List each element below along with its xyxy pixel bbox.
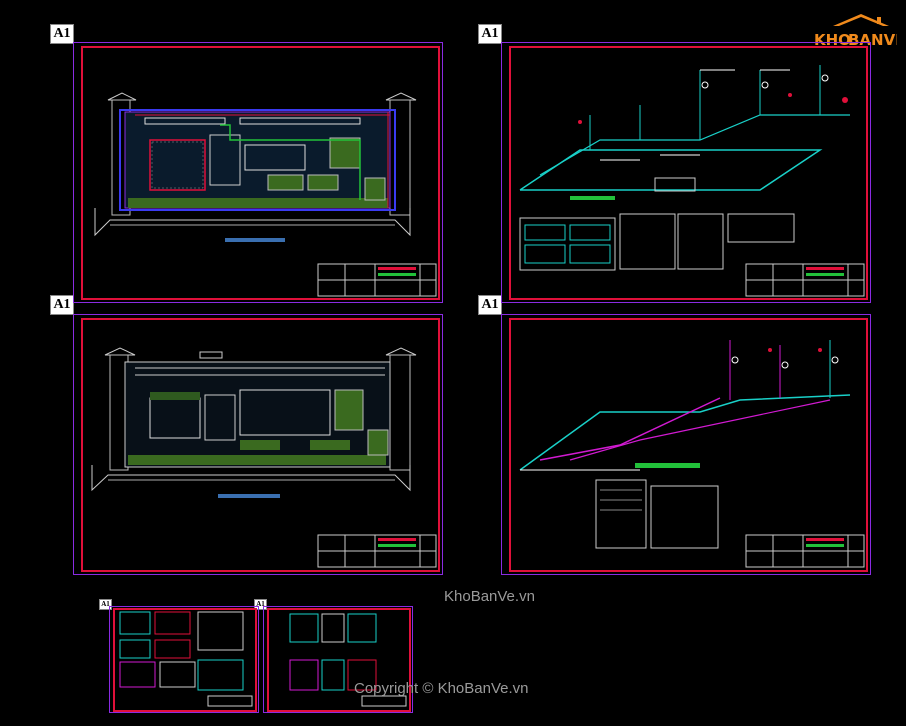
sheet-2-border <box>509 46 868 300</box>
legend-tables-1 <box>519 213 795 271</box>
title-block-4 <box>745 534 865 568</box>
sheet-6-border <box>267 608 411 712</box>
watermark-center: KhoBanVe.vn <box>444 588 535 605</box>
title-block-1 <box>317 263 437 297</box>
details-sheet-1 <box>119 611 253 707</box>
logo-prefix: KHO <box>814 31 851 49</box>
sheet-tag-5: A1 <box>99 599 112 610</box>
isometric-piping-1 <box>519 65 850 200</box>
details-sheet-2 <box>289 613 407 707</box>
sheet-2-frame <box>501 42 871 303</box>
sheet-tag-4: A1 <box>478 295 502 315</box>
sheet-3-border <box>81 318 440 572</box>
sheet-3-frame <box>73 314 443 575</box>
sheet-1-frame <box>73 42 443 303</box>
sheet-tag-3: A1 <box>50 295 74 315</box>
watermark-copyright: Copyright © KhoBanVe.vn <box>354 680 529 697</box>
sheet-tag-6: A1 <box>254 599 267 610</box>
isometric-piping-2 <box>519 340 851 471</box>
title-block-3 <box>317 534 437 568</box>
khobanve-logo: KHO BANVE <box>811 12 897 52</box>
sheet-5-border <box>113 608 257 712</box>
site-plan-2 <box>91 347 417 498</box>
title-block-2 <box>745 263 865 297</box>
sheet-4-frame <box>501 314 871 575</box>
sheet-5-frame <box>109 606 259 713</box>
sheet-6-frame <box>263 606 413 713</box>
sheet-tag-2: A1 <box>478 24 502 44</box>
sheet-4-border <box>509 318 868 572</box>
logo-suffix: BANVE <box>848 31 897 49</box>
sheet-tag-1: A1 <box>50 24 74 44</box>
sheet-1-border <box>81 46 440 300</box>
legend-tables-2 <box>595 479 719 549</box>
site-plan-1 <box>94 92 417 242</box>
